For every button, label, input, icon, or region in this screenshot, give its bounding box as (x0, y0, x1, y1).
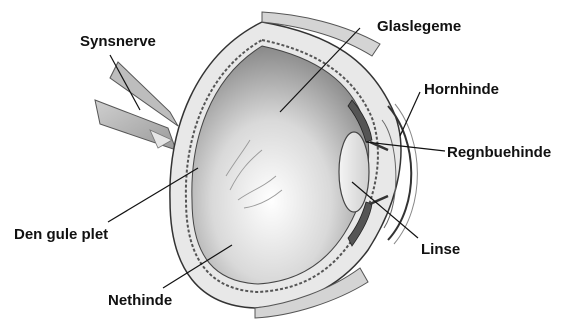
label-linse: Linse (421, 241, 460, 258)
label-synsnerve: Synsnerve (80, 33, 156, 50)
label-den-gule-plet: Den gule plet (14, 226, 108, 243)
label-hornhinde: Hornhinde (424, 81, 499, 98)
optic-nerve (95, 62, 178, 150)
label-glaslegeme: Glaslegeme (377, 18, 461, 35)
label-nethinde: Nethinde (108, 292, 172, 309)
label-regnbuehinde: Regnbuehinde (447, 144, 551, 161)
lens-shape (339, 132, 369, 212)
leader-hornhinde (400, 92, 420, 136)
